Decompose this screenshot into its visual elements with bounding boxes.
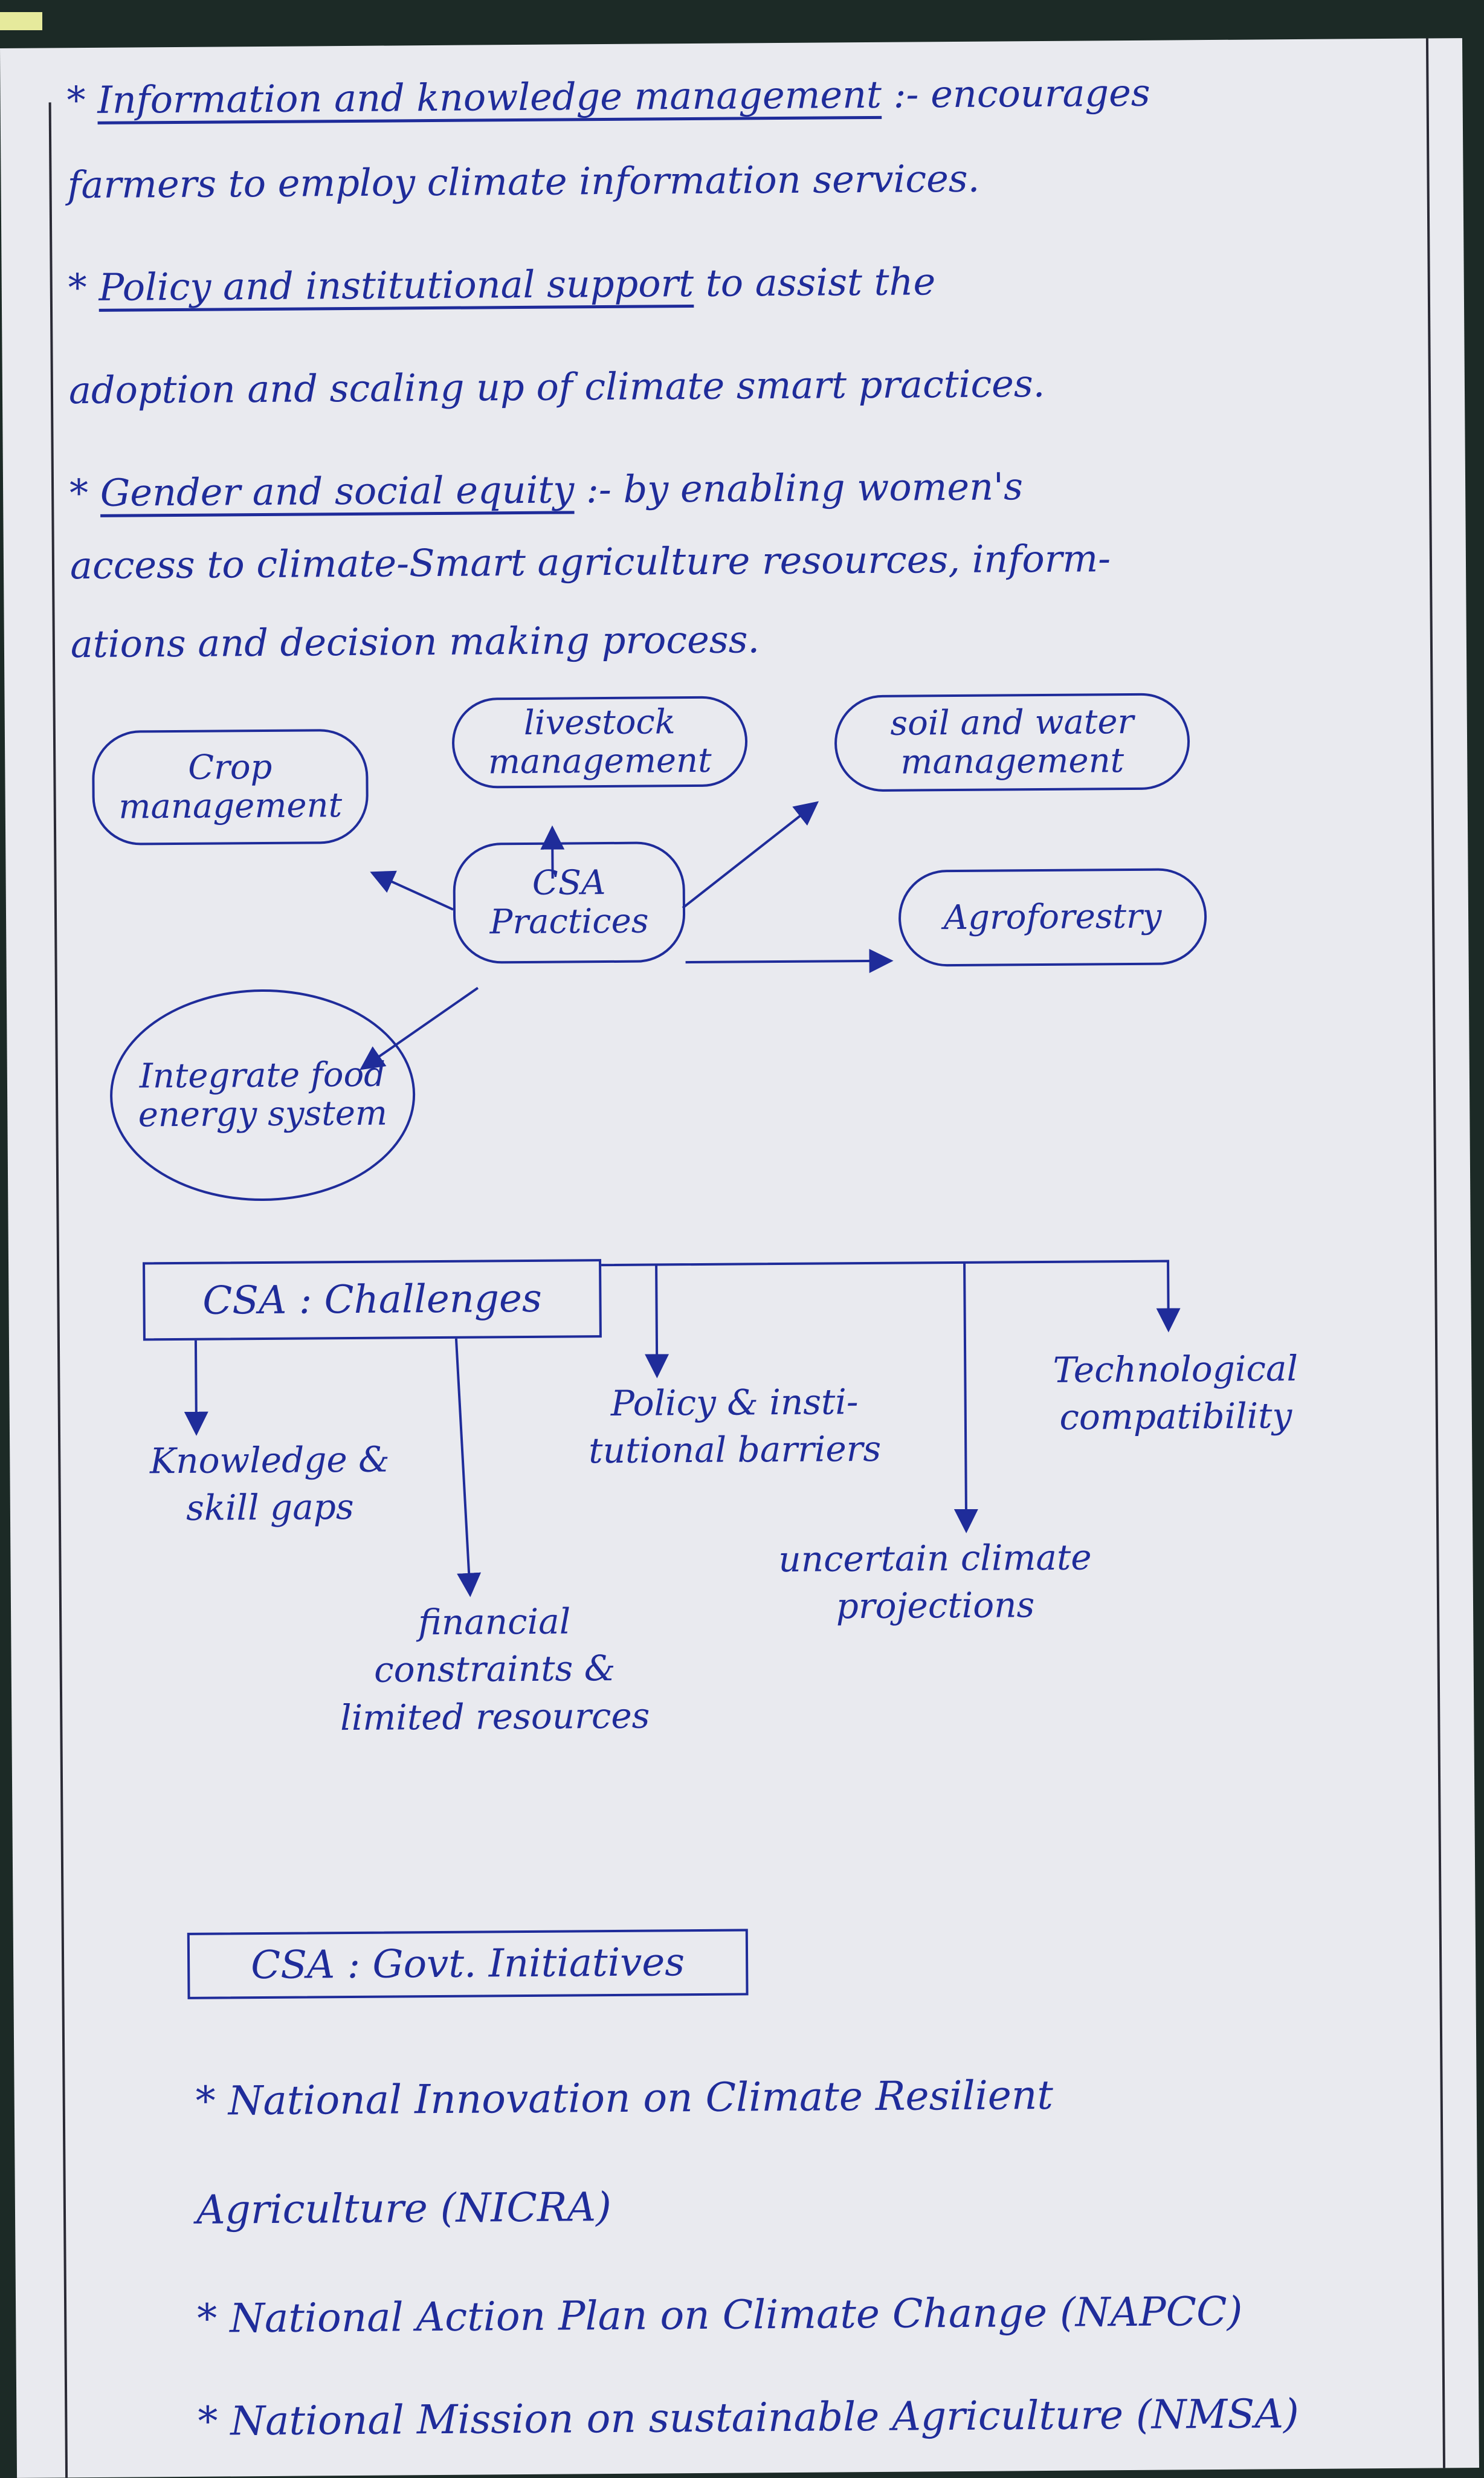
initiative-napcc: * National Action Plan on Climate Change…	[196, 2288, 1243, 2342]
csa-practices-center: CSA Practices	[453, 841, 686, 964]
practice-integrate-food-energy: Integrate food energy system	[109, 988, 416, 1202]
practice-soil-water-management: soil and water management	[834, 693, 1190, 792]
challenge-technological: Technological compatibility	[1053, 1348, 1298, 1438]
sticky-tape	[0, 12, 42, 30]
arrow-to-crop	[370, 870, 454, 911]
challenge-policy: Policy & insti-tutional barriers	[589, 1381, 882, 1472]
diagram-arrows	[184, 801, 1181, 1597]
challenge-climate: uncertain climate projections	[778, 1536, 1092, 1627]
challenge-financial: financial constraints & limited resource…	[340, 1600, 650, 1738]
arrow-to-soil-water	[682, 801, 819, 909]
arrow-to-agroforestry	[685, 948, 894, 973]
practice-livestock-management: livestock management	[451, 696, 748, 789]
challenge-branch-tech	[601, 1260, 1181, 1333]
initiative-nicra-line1: * National Innovation on Climate Resilie…	[195, 2071, 1054, 2124]
notebook-page: * Information and knowledge management :…	[0, 38, 1480, 2478]
challenge-knowledge: Knowledge & skill gaps	[149, 1438, 390, 1529]
challenge-branch-financial	[454, 1338, 482, 1597]
practice-agroforestry: Agroforestry	[898, 868, 1207, 967]
arrow-to-integrate	[360, 986, 479, 1070]
challenges-title: CSA : Challenges	[143, 1259, 602, 1341]
arrow-to-livestock	[540, 825, 565, 879]
challenge-branch-climate	[953, 1262, 978, 1533]
initiative-nicra-line2: Agriculture (NICRA)	[196, 2184, 612, 2233]
practice-crop-management: Crop management	[91, 728, 369, 846]
initiative-nmsa: * National Mission on sustainable Agricu…	[198, 2390, 1299, 2445]
challenge-branch-policy	[645, 1264, 669, 1379]
initiatives-title: CSA : Govt. Initiatives	[187, 1929, 749, 1999]
